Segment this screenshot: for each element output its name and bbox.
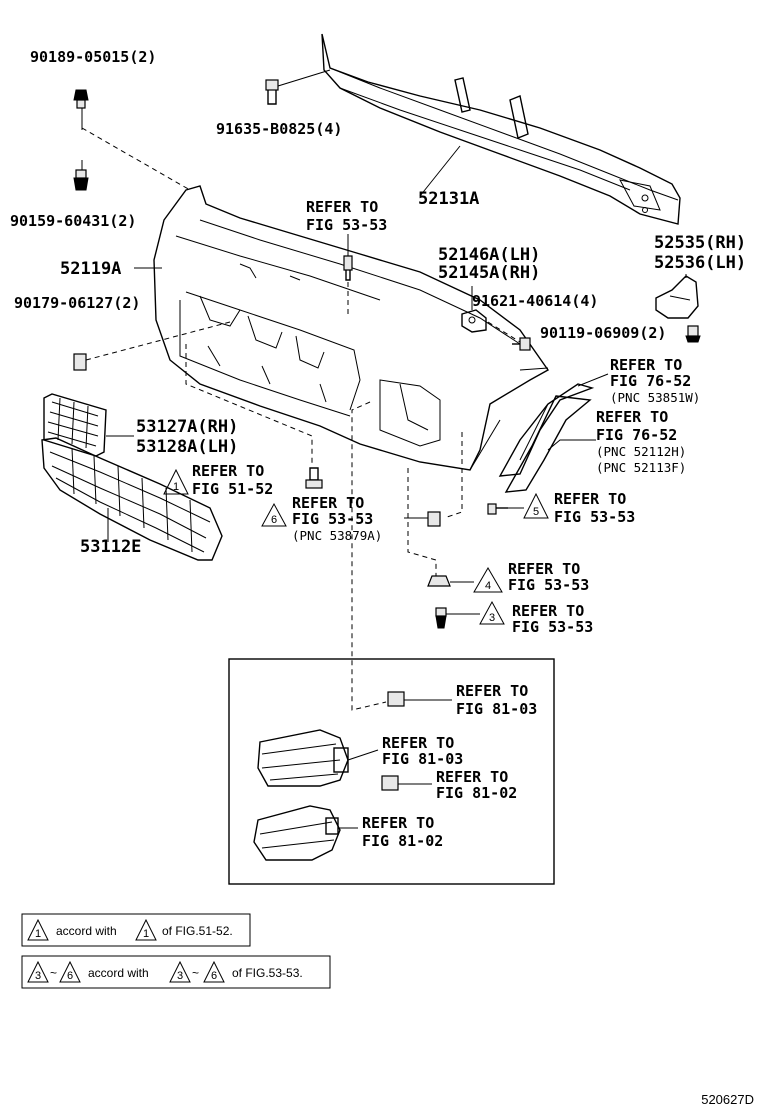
note-1-triangle-b: 1: [143, 928, 149, 940]
label-52536: 52536(LH): [654, 253, 746, 273]
clip-ref-6: [427, 511, 441, 527]
refer-8103-a-line1: REFER TO: [456, 682, 528, 700]
lamp-socket-a: [387, 691, 405, 707]
refer-8103-b-line2: FIG 81-03: [382, 750, 463, 768]
bolt-center: [343, 255, 353, 281]
refer-8102-a-line2: FIG 81-02: [436, 784, 517, 802]
label-90179: 90179-06127(2): [14, 294, 140, 312]
note-2-text-end: of FIG.53-53.: [232, 966, 303, 980]
refer-7652-b-line4: (PNC 52113F): [596, 460, 686, 475]
note-2-triangle-d: 6: [211, 970, 217, 982]
note-2-triangle-b: 6: [67, 970, 73, 982]
clip-90179: [73, 353, 87, 371]
label-52131: 52131A: [418, 189, 479, 209]
refer-5353-5-line1: REFER TO: [554, 490, 626, 508]
note-1-text-mid: accord with: [56, 924, 117, 938]
refer-5353-top-line2: FIG 53-53: [306, 216, 387, 234]
bracket-52535: [655, 275, 699, 319]
refer-5353-6-line2: FIG 53-53: [292, 510, 373, 528]
bracket-52146: [461, 309, 487, 333]
fog-lamp-upper: [257, 729, 349, 787]
fender-liner: [498, 383, 595, 493]
bolt-90159: [73, 169, 89, 191]
lamp-inset-box: [228, 658, 555, 885]
refer-8102-b-line2: FIG 81-02: [362, 832, 443, 850]
refer-5353-4-line2: FIG 53-53: [508, 576, 589, 594]
refer-8102-b-line1: REFER TO: [362, 814, 434, 832]
grille-53112: [41, 437, 223, 561]
lamp-socket-b: [381, 775, 399, 791]
label-91635: 91635-B0825(4): [216, 120, 342, 138]
refer-5152-line2: FIG 51-52: [192, 480, 273, 498]
refer-8103-b-line1: REFER TO: [382, 734, 454, 752]
ref-triangle-4: 4: [473, 567, 503, 593]
refer-7652-b-line3: (PNC 52112H): [596, 444, 686, 459]
bumper-reinforcement: [321, 33, 681, 225]
grille-53127: [43, 393, 107, 457]
bolt-ref-3: [435, 607, 447, 629]
ref-triangle-1: 1: [163, 468, 189, 495]
bolt-91621: [512, 337, 531, 351]
note-2-triangle-a: 3: [35, 970, 41, 982]
note-2-text-mid: accord with: [88, 966, 149, 980]
refer-5353-6-line3: (PNC 53879A): [292, 528, 382, 543]
ref-triangle-3-number: 3: [489, 612, 495, 624]
refer-5353-6-line1: REFER TO: [292, 494, 364, 512]
refer-5152-line1: REFER TO: [192, 462, 264, 480]
label-90119: 90119-06909(2): [540, 324, 666, 342]
refer-8103-a-line2: FIG 81-03: [456, 700, 537, 718]
ref-triangle-5: 5: [523, 492, 549, 519]
note-1: 1 accord with 1 of FIG.51-52.: [21, 913, 251, 947]
bolt-91635: [265, 79, 279, 105]
bolt-90189: [73, 89, 89, 109]
refer-7652-a-line3: (PNC 53851W): [610, 390, 700, 405]
ref-triangle-3: 3: [479, 600, 505, 625]
ref-triangle-6-number: 6: [271, 514, 277, 526]
label-90159: 90159-60431(2): [10, 212, 136, 230]
note-1-triangle-a: 1: [35, 928, 41, 940]
bolt-90119: [685, 325, 701, 343]
ref-triangle-6: 6: [261, 502, 287, 527]
bumper-cover: [153, 185, 550, 471]
label-53128: 53128A(LH): [136, 437, 238, 457]
ref-triangle-4-number: 4: [485, 580, 491, 592]
note-2-tilde-b: ~: [192, 966, 199, 980]
diagram-code: 520627D: [701, 1092, 754, 1107]
label-52535: 52535(RH): [654, 233, 746, 253]
note-1-text-end: of FIG.51-52.: [162, 924, 233, 938]
label-90189: 90189-05015(2): [30, 48, 156, 66]
label-52145: 52145A(RH): [438, 263, 540, 283]
refer-5353-3-line2: FIG 53-53: [512, 618, 593, 636]
refer-7652-b-line2: FIG 76-52: [596, 426, 677, 444]
label-53127: 53127A(RH): [136, 417, 238, 437]
refer-8102-a-line1: REFER TO: [436, 768, 508, 786]
note-2-tilde-a: ~: [50, 966, 57, 980]
refer-5353-3-line1: REFER TO: [512, 602, 584, 620]
refer-7652-b-line1: REFER TO: [596, 408, 668, 426]
ref-triangle-1-number: 1: [173, 481, 179, 493]
note-2: 3 ~ 6 accord with 3 ~ 6 of FIG.53-53.: [21, 955, 331, 989]
note-2-triangle-c: 3: [177, 970, 183, 982]
refer-5353-5-line2: FIG 53-53: [554, 508, 635, 526]
label-91621: 91621-40614(4): [472, 292, 598, 310]
refer-5353-top-line1: REFER TO: [306, 198, 378, 216]
refer-7652-a-line2: FIG 76-52: [610, 372, 691, 390]
bolt-ref-5152: [305, 467, 323, 489]
ref-triangle-5-number: 5: [533, 506, 539, 518]
bolt-ref-5: [487, 503, 508, 515]
label-52119: 52119A: [60, 259, 121, 279]
refer-7652-a-line1: REFER TO: [610, 356, 682, 374]
label-53112: 53112E: [80, 537, 141, 557]
clip-ref-4: [427, 575, 451, 587]
label-52146: 52146A(LH): [438, 245, 540, 265]
fog-lamp-lower: [253, 805, 341, 861]
refer-5353-4-line1: REFER TO: [508, 560, 580, 578]
